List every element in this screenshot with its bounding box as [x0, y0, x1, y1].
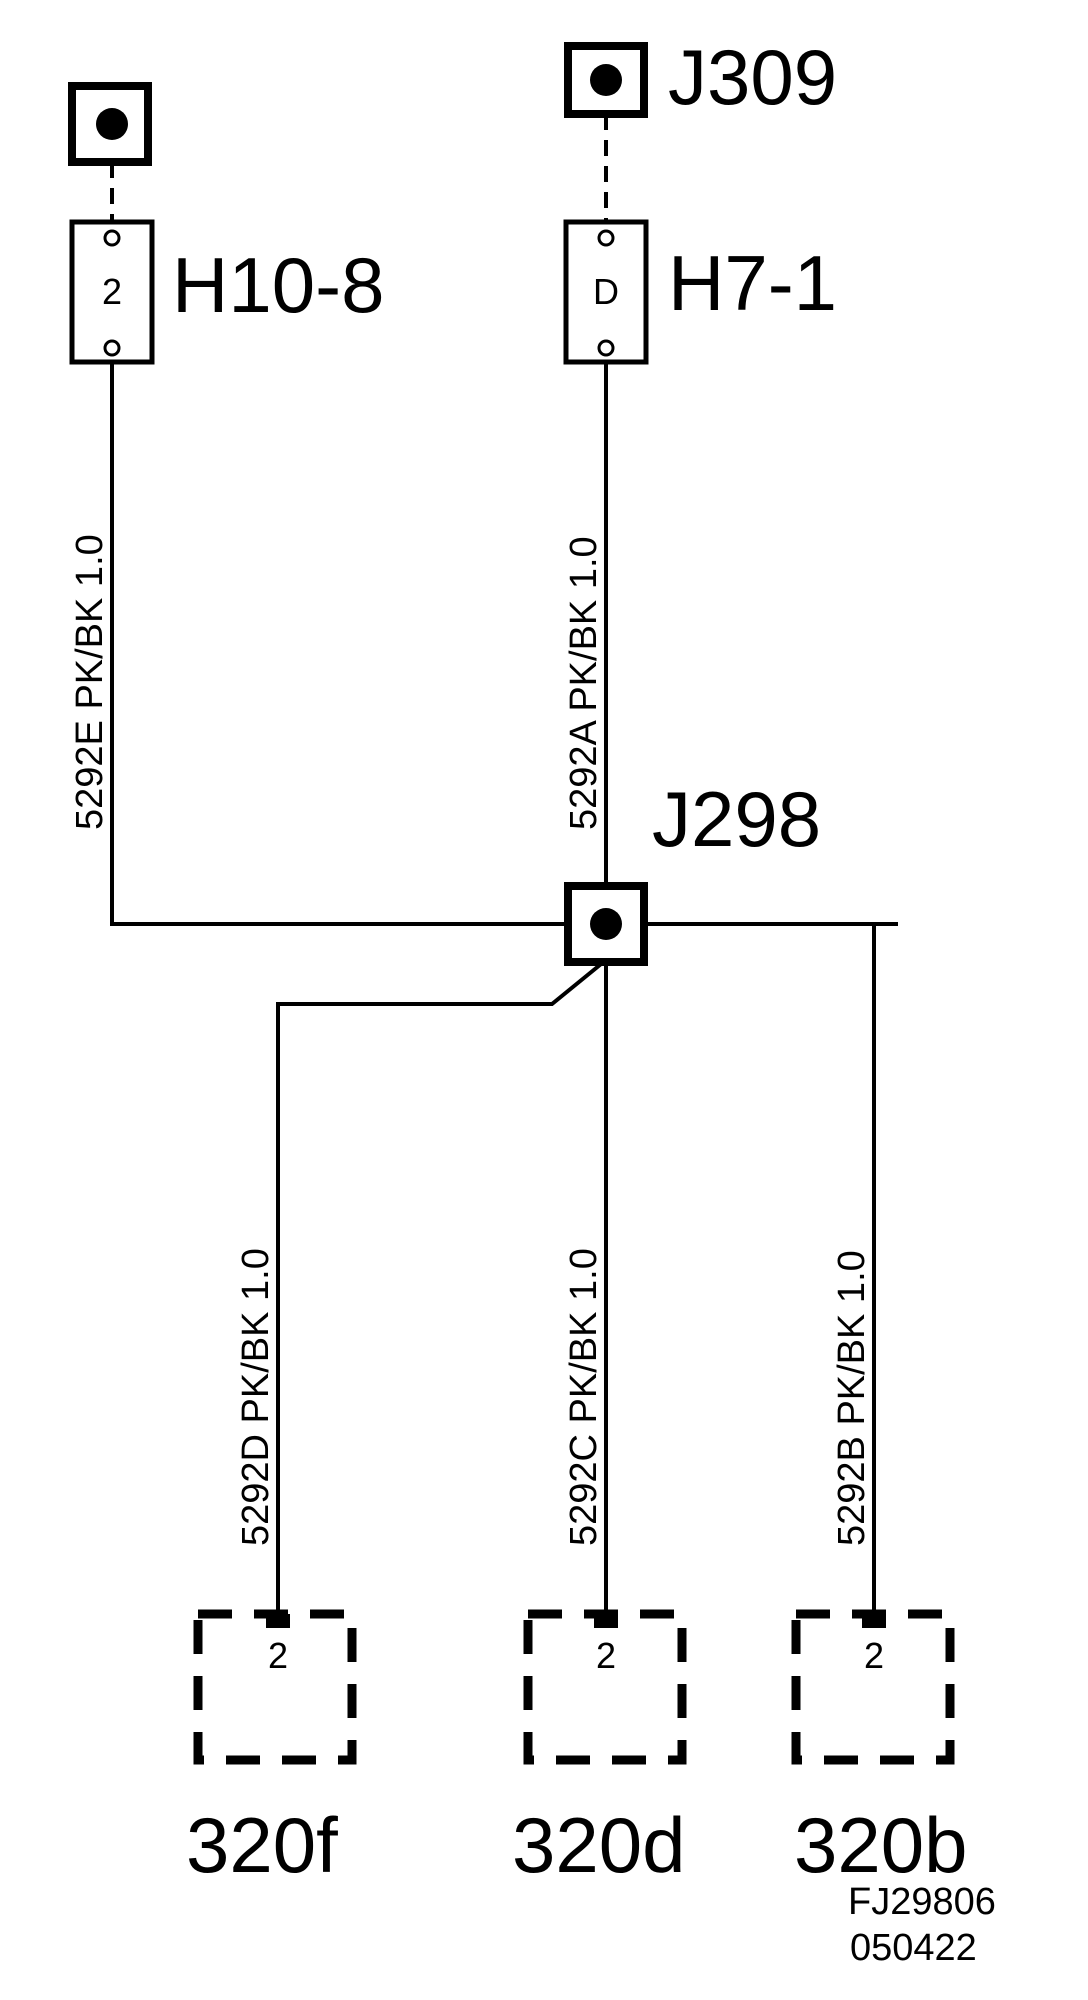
connector-h7-1: D: [563, 219, 649, 365]
320d-pin-label: 2: [596, 1635, 616, 1676]
splice-j298: [564, 882, 648, 966]
figure-ref-line2: 050422: [850, 1927, 977, 1969]
component-320b: 2: [791, 1609, 955, 1765]
wire-label-5292c: 5292C PK/BK 1.0: [563, 1248, 605, 1546]
wire-label-5292d: 5292D PK/BK 1.0: [235, 1248, 277, 1546]
h7-1-pin-label: D: [593, 271, 619, 312]
320f-pin-label: 2: [268, 1635, 288, 1676]
top-left-splice: [68, 82, 152, 222]
j298-label: J298: [652, 775, 821, 863]
h7-1-label: H7-1: [668, 239, 837, 327]
320b-pin-label: 2: [864, 1635, 884, 1676]
figure-ref-line1: FJ29806: [848, 1881, 996, 1923]
320b-label: 320b: [794, 1801, 968, 1889]
component-320f: 2: [193, 1609, 357, 1765]
h10-8-label: H10-8: [172, 241, 384, 329]
h10-8-pin-label: 2: [102, 271, 122, 312]
splice-j309: [564, 42, 648, 222]
wire-label-5292a: 5292A PK/BK 1.0: [563, 536, 605, 830]
320f-label: 320f: [186, 1801, 338, 1889]
320d-label: 320d: [512, 1801, 686, 1889]
j309-label: J309: [668, 33, 837, 121]
wire-5292d: [276, 958, 608, 1628]
connector-h10-8: 2: [69, 219, 155, 365]
wires: [110, 362, 898, 1628]
wire-label-5292e: 5292E PK/BK 1.0: [69, 534, 111, 830]
component-320d: 2: [523, 1609, 687, 1765]
wire-label-5292b: 5292B PK/BK 1.0: [831, 1250, 873, 1546]
